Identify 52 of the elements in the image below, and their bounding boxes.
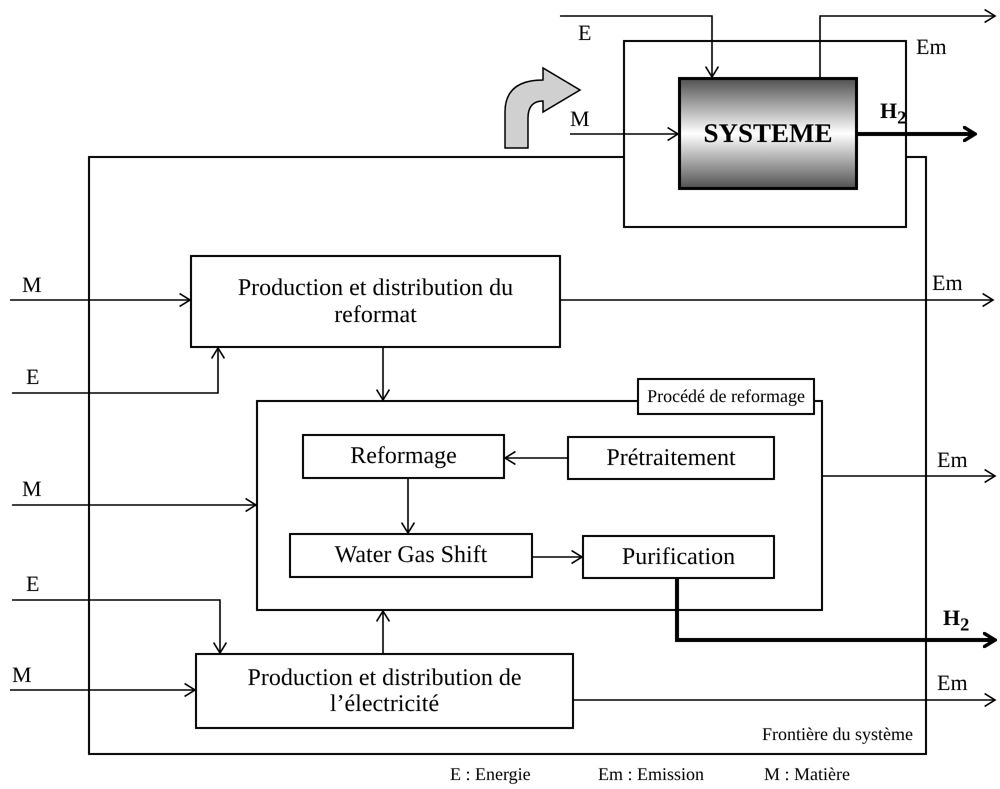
system-box <box>678 77 858 190</box>
legend-text: M : Matière <box>764 764 850 785</box>
arrow <box>10 682 196 698</box>
arrow <box>10 292 191 308</box>
arrow <box>376 610 390 653</box>
arrow <box>823 468 996 484</box>
edge-label: E <box>26 366 40 388</box>
edge-label: Em <box>937 672 968 694</box>
process-box <box>567 436 775 480</box>
arrow <box>570 126 679 142</box>
arrow <box>819 8 996 77</box>
node-label: Purification <box>622 544 736 570</box>
process-box <box>302 434 505 479</box>
boundary-label: Frontière du système <box>762 724 913 745</box>
arrow <box>574 692 996 708</box>
arrow <box>533 550 583 564</box>
edge-label: M <box>22 274 42 296</box>
arrow <box>12 347 226 394</box>
group-title: Procédé de reformage <box>637 378 815 415</box>
legend-text: Em : Emission <box>598 764 704 785</box>
node-label: Reformage <box>350 443 457 470</box>
node-label: Production et distribution de l’électricité <box>246 664 522 718</box>
edge-label: E <box>578 22 592 44</box>
arrow <box>376 348 390 401</box>
edge-label: Em <box>937 449 968 471</box>
edge-label: Em <box>916 36 947 58</box>
node-label: SYSTEME <box>703 118 833 148</box>
process-box <box>190 255 561 348</box>
arrow <box>400 479 416 534</box>
edge-label: E <box>26 573 40 595</box>
arrow <box>504 450 567 466</box>
edge-label: M <box>12 664 32 686</box>
edge-label: Em <box>932 272 963 294</box>
arrow <box>561 292 994 308</box>
edge-label: H$_{2}$ <box>880 100 906 127</box>
node-label: Water Gas Shift <box>334 542 488 569</box>
edge-label: M <box>570 108 590 130</box>
edge-label: H$_{2}$ <box>943 607 970 634</box>
arrow <box>12 599 228 654</box>
node-label: Production et distribution du reformat <box>236 275 514 328</box>
zoom-frame <box>623 40 907 228</box>
edge-label: M <box>22 478 42 500</box>
node-label: Prétraitement <box>606 444 736 472</box>
process-box <box>195 653 574 729</box>
arrow <box>12 498 257 512</box>
legend-text: E : Energie <box>450 764 531 785</box>
arrow <box>560 15 720 78</box>
system-boundary <box>88 156 927 755</box>
arrow <box>858 124 977 144</box>
arrow <box>675 579 997 650</box>
process-box <box>289 533 533 578</box>
process-box <box>582 535 775 579</box>
